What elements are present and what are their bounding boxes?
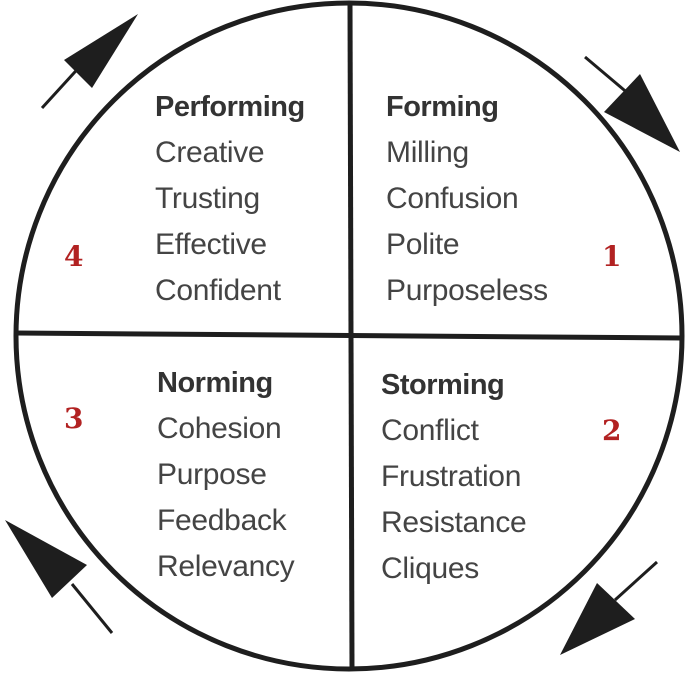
stage-performing-trait: Effective bbox=[155, 228, 267, 261]
stage-storming-trait: Conflict bbox=[381, 414, 479, 447]
arrow-up-left-icon bbox=[5, 520, 114, 634]
stage-performing-trait: Confident bbox=[155, 274, 281, 307]
stage-forming-trait: Polite bbox=[386, 228, 460, 261]
stage-performing: Performing Creative Trusting Effective C… bbox=[155, 84, 305, 314]
stage-storming-title: Storming bbox=[381, 369, 505, 401]
stage-storming-trait: Cliques bbox=[381, 552, 479, 585]
stage-norming-trait: Relevancy bbox=[157, 550, 295, 583]
stage-forming-trait: Confusion bbox=[386, 182, 519, 215]
arrow-down-left-icon bbox=[560, 560, 659, 655]
stage-performing-title: Performing bbox=[155, 91, 305, 123]
stage-norming-trait: Cohesion bbox=[157, 412, 282, 445]
stage-storming-trait: Resistance bbox=[381, 506, 527, 539]
stage-forming-trait: Purposeless bbox=[386, 274, 548, 307]
stage-norming-number: 3 bbox=[64, 402, 84, 435]
stage-storming-trait: Frustration bbox=[381, 460, 522, 493]
stage-forming-number: 1 bbox=[602, 240, 622, 273]
stage-performing-trait: Creative bbox=[155, 136, 265, 169]
stage-performing-number: 4 bbox=[64, 240, 84, 273]
horizontal-divider bbox=[15, 330, 683, 341]
stage-forming-title: Forming bbox=[386, 91, 499, 123]
stage-norming-trait: Purpose bbox=[157, 458, 267, 491]
arrow-up-right-icon bbox=[40, 14, 138, 110]
stage-norming-trait: Feedback bbox=[157, 504, 287, 537]
stage-norming-title: Norming bbox=[157, 367, 273, 399]
stage-norming: Norming Cohesion Purpose Feedback Releva… bbox=[157, 360, 295, 590]
stage-storming-number: 2 bbox=[602, 414, 622, 447]
stage-storming: Storming Conflict Frustration Resistance… bbox=[381, 362, 527, 592]
stage-performing-trait: Trusting bbox=[155, 182, 260, 215]
stage-forming-trait: Milling bbox=[386, 136, 469, 169]
stage-forming: Forming Milling Confusion Polite Purpose… bbox=[386, 84, 548, 314]
arrow-down-right-icon bbox=[584, 55, 680, 152]
